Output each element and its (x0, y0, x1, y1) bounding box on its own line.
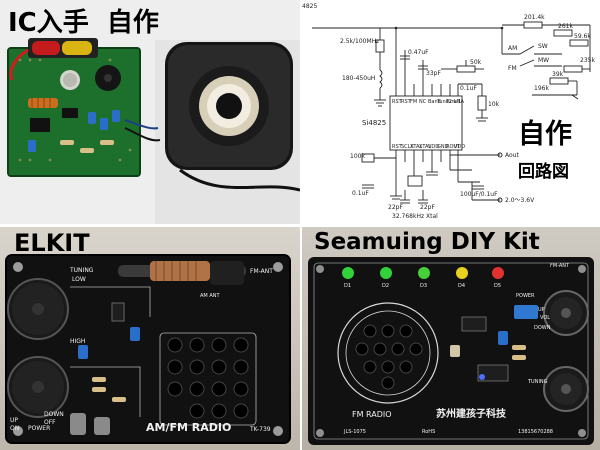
seamuing-phone-label: 13815670288 (518, 429, 553, 435)
elkit-up-label: UP (10, 417, 18, 424)
elkit-high-label: HIGH (70, 338, 85, 345)
label-crystal: 32.768kHz Xtal (392, 213, 438, 220)
seamuing-down-label: DOWN (534, 325, 551, 331)
elkit-title: ELKIT (14, 229, 90, 257)
ic-handmade-title: IC入手 自作 (8, 2, 159, 39)
label-r-235k: 235k (580, 57, 595, 64)
svg-text:GND: GND (437, 144, 449, 150)
svg-text:Tune2: Tune2 (436, 99, 452, 105)
svg-text:XTAL: XTAL (419, 144, 431, 150)
schematic-caption: 回路図 (518, 161, 569, 182)
svg-text:ROUT: ROUT (446, 144, 461, 150)
svg-text:FM: FM (410, 99, 417, 105)
seamuing-vol-label: VOL (540, 315, 550, 321)
led-label-3: D3 (420, 283, 427, 289)
seamuing-tuning-label: TUNING (527, 379, 548, 385)
speaker (165, 42, 293, 170)
elkit-am-ant-label: AM ANT (200, 293, 220, 299)
speaker-grille (337, 302, 439, 404)
label-c-22b: 22pF (420, 204, 435, 211)
elkit-model-label: TK-739 (249, 426, 271, 433)
si4825-chip (389, 95, 463, 151)
seamuing-scene: D1 D2 D3 D4 D5 (308, 257, 594, 445)
ic-handmade-scene (0, 0, 300, 224)
label-c1: 0.47uF (408, 49, 429, 56)
seamuing-power-label: POWER (516, 293, 535, 299)
speaker-grille (167, 337, 249, 419)
svg-text:Band: Band (428, 99, 441, 105)
photo-seamuing-kit: D1 D2 D3 D4 D5 (302, 227, 600, 450)
elkit-scene: TUNING LOW HIGH FM-ANT AM ANT POWER UP O… (5, 254, 291, 444)
label-sw-fm: FM (508, 65, 517, 72)
led-row (342, 267, 504, 279)
svg-text:XTAL: XTAL (410, 144, 422, 150)
led-label-2: D2 (382, 283, 389, 289)
label-l1: 2.5k/100MHz (340, 38, 379, 45)
svg-text:RST: RST (392, 144, 403, 150)
label-sw-am: AM (508, 45, 517, 52)
seamuing-rohs-label: RoHS (422, 429, 435, 435)
svg-text:VDD: VDD (454, 144, 465, 150)
volume-knob (7, 356, 69, 418)
label-r-10k: 10k (488, 101, 500, 108)
svg-text:RST: RST (392, 99, 403, 105)
label-c2: 33pF (426, 70, 441, 77)
label-c-22a: 22pF (388, 204, 403, 211)
label-r-196k: 196k (534, 85, 549, 92)
elkit-fm-ant-label: FM-ANT (250, 268, 273, 275)
svg-text:LNA: LNA (454, 99, 465, 105)
elkit-on-label: ON (10, 425, 19, 432)
svg-text:VDD: VDD (428, 144, 439, 150)
schematic-corner-label: 4825 (302, 3, 317, 10)
led-label-5: D5 (494, 283, 501, 289)
elkit-low-label: LOW (72, 276, 86, 283)
elkit-down-label: DOWN (44, 411, 64, 418)
volume-knob (543, 290, 589, 336)
label-vcc: 2.0～3.6V (505, 197, 535, 204)
ic-title-text: IC入手 (8, 8, 89, 38)
seamuing-model-label: JLS-1075 (343, 429, 366, 435)
svg-text:NC: NC (419, 99, 427, 105)
seamuing-fm-radio-label: FM RADIO (352, 410, 392, 419)
label-c-01b: 0.1uF (352, 190, 369, 197)
led-label-4: D4 (458, 283, 465, 289)
elkit-brand-label: AM/FM RADIO (146, 421, 231, 434)
label-sw-mw: MW (538, 57, 549, 64)
label-r-100k: 100k (350, 153, 365, 160)
label-sw-sw: SW (538, 43, 548, 50)
led-label-1: D1 (344, 283, 351, 289)
label-r-59k: 59.6k (574, 33, 591, 40)
label-aout: Aout (505, 152, 519, 159)
photo-ic-handmade: IC入手 自作 (0, 0, 300, 224)
elkit-tuning-label: TUNING (69, 267, 94, 274)
svg-text:SCLK: SCLK (401, 144, 414, 150)
elkit-off-label: OFF (44, 419, 56, 426)
label-l2: 180-450uH (342, 75, 375, 82)
photo-elkit-radio: TUNING LOW HIGH FM-ANT AM ANT POWER UP O… (0, 227, 300, 450)
schematic-big-title: 自作 (518, 118, 572, 150)
label-r-50k: 50k (470, 59, 482, 66)
seamuing-fm-ant-label: FM-ANT (550, 263, 570, 269)
label-r-39k: 39k (552, 71, 564, 78)
tuning-knob (543, 366, 589, 412)
seamuing-up-label: UP (538, 307, 545, 313)
tuning-knob (7, 278, 69, 340)
label-r-201k: 201.4k (524, 14, 545, 21)
svg-text:RST: RST (401, 99, 412, 105)
ic-subtitle-text: 自作 (106, 8, 159, 38)
seamuing-title: Seamuing DIY Kit (314, 229, 540, 255)
label-chip-name: Si4825 (362, 119, 386, 127)
label-r-261k: 261k (558, 23, 573, 30)
pcb-board (7, 38, 161, 177)
elkit-power-label: POWER (28, 425, 50, 432)
seamuing-chinese-label: 苏州建孩子科技 (436, 407, 507, 420)
label-c-100: 100uF/0.1uF (460, 191, 498, 198)
svg-text:Tune1: Tune1 (445, 99, 461, 105)
label-c-01: 0.1uF (460, 85, 477, 92)
